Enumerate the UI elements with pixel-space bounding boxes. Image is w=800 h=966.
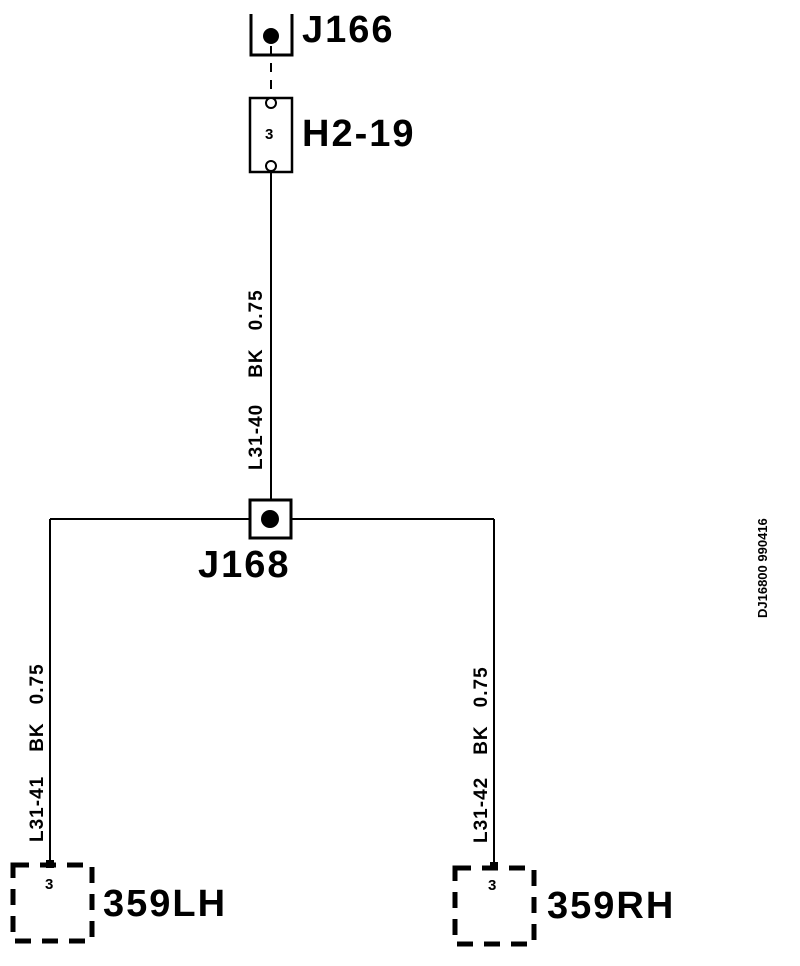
wire-l31-41-id: L31-41	[27, 776, 48, 842]
h2-19-label: H2-19	[302, 113, 416, 155]
j168-label: J168	[198, 544, 291, 586]
359lh-label: 359LH	[103, 883, 227, 925]
wire-l31-40-size: 0.75	[246, 289, 267, 330]
component-359rh[interactable]: 3	[452, 862, 537, 947]
j168-splice-dot	[261, 510, 279, 528]
wire-l31-40-label: L31-40 BK 0.75	[246, 289, 267, 470]
wire-l31-42-size: 0.75	[471, 666, 492, 707]
wire-l31-40-color: BK	[246, 348, 267, 377]
wire-l31-41-size: 0.75	[27, 663, 48, 704]
359lh-pin-mark	[46, 860, 54, 868]
j166-label: J166	[302, 9, 395, 51]
h2-19-pin-number: 3	[265, 126, 273, 143]
wire-l31-42-label: L31-42 BK 0.75	[471, 666, 492, 843]
j166-splice-dot	[263, 28, 279, 44]
j168-connector[interactable]	[248, 498, 293, 540]
h2-19-connector[interactable]: 3	[248, 96, 294, 174]
svg-text:L31-42BK0.75: L31-42 BK 0.75	[471, 666, 492, 843]
wire-l31-40-id: L31-40	[246, 404, 267, 470]
359lh-pin-number: 3	[45, 876, 53, 893]
wire-l31-42-id: L31-42	[471, 777, 492, 843]
component-359lh[interactable]: 3	[10, 860, 95, 944]
drawing-reference-code: DJ16800 990416	[755, 518, 770, 618]
wire-l31-42-color: BK	[471, 725, 492, 754]
svg-text:L31-40BK0.75: L31-40 BK 0.75	[246, 289, 267, 470]
359rh-pin-number: 3	[488, 877, 496, 894]
h2-19-pin-top	[265, 97, 277, 109]
h2-19-pin-bottom	[265, 160, 277, 172]
svg-text:L31-41BK0.75: L31-41 BK 0.75	[27, 663, 48, 842]
359rh-label: 359RH	[547, 885, 675, 927]
359rh-pin-mark	[490, 862, 498, 870]
wire-l31-41-label: L31-41 BK 0.75	[27, 663, 48, 842]
wire-l31-41-color: BK	[27, 722, 48, 751]
